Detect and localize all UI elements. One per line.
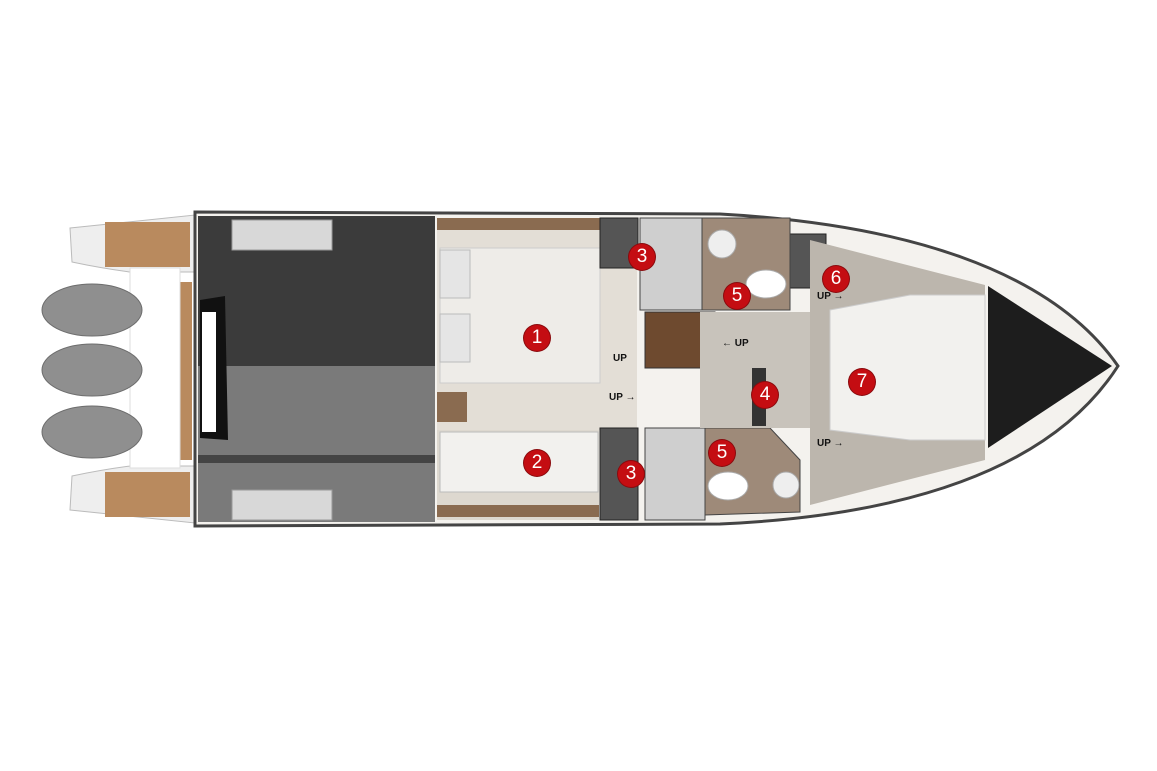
up-label: ← UP (722, 338, 749, 349)
up-label: UP → (817, 438, 844, 449)
up-label: UP → (817, 291, 844, 302)
engine-3 (41, 405, 143, 459)
anchor-locker (988, 286, 1112, 448)
marker-2[interactable]: 2 (524, 450, 550, 476)
up-label: UP (613, 353, 627, 364)
engine-2 (41, 343, 143, 397)
marker-5-bottom[interactable]: 5 (709, 440, 735, 466)
marker-3-top[interactable]: 3 (629, 244, 655, 270)
marker-6[interactable]: 6 (823, 266, 849, 292)
marker-5-top[interactable]: 5 (724, 283, 750, 309)
marker-1[interactable]: 1 (524, 325, 550, 351)
outboard-engines (41, 283, 143, 459)
engine-1 (41, 283, 143, 337)
marker-7[interactable]: 7 (849, 369, 875, 395)
marker-4[interactable]: 4 (752, 382, 778, 408)
bed-7 (829, 294, 986, 441)
sofa-2 (439, 431, 599, 493)
marker-3-bottom[interactable]: 3 (618, 461, 644, 487)
up-label: UP → (609, 392, 636, 403)
